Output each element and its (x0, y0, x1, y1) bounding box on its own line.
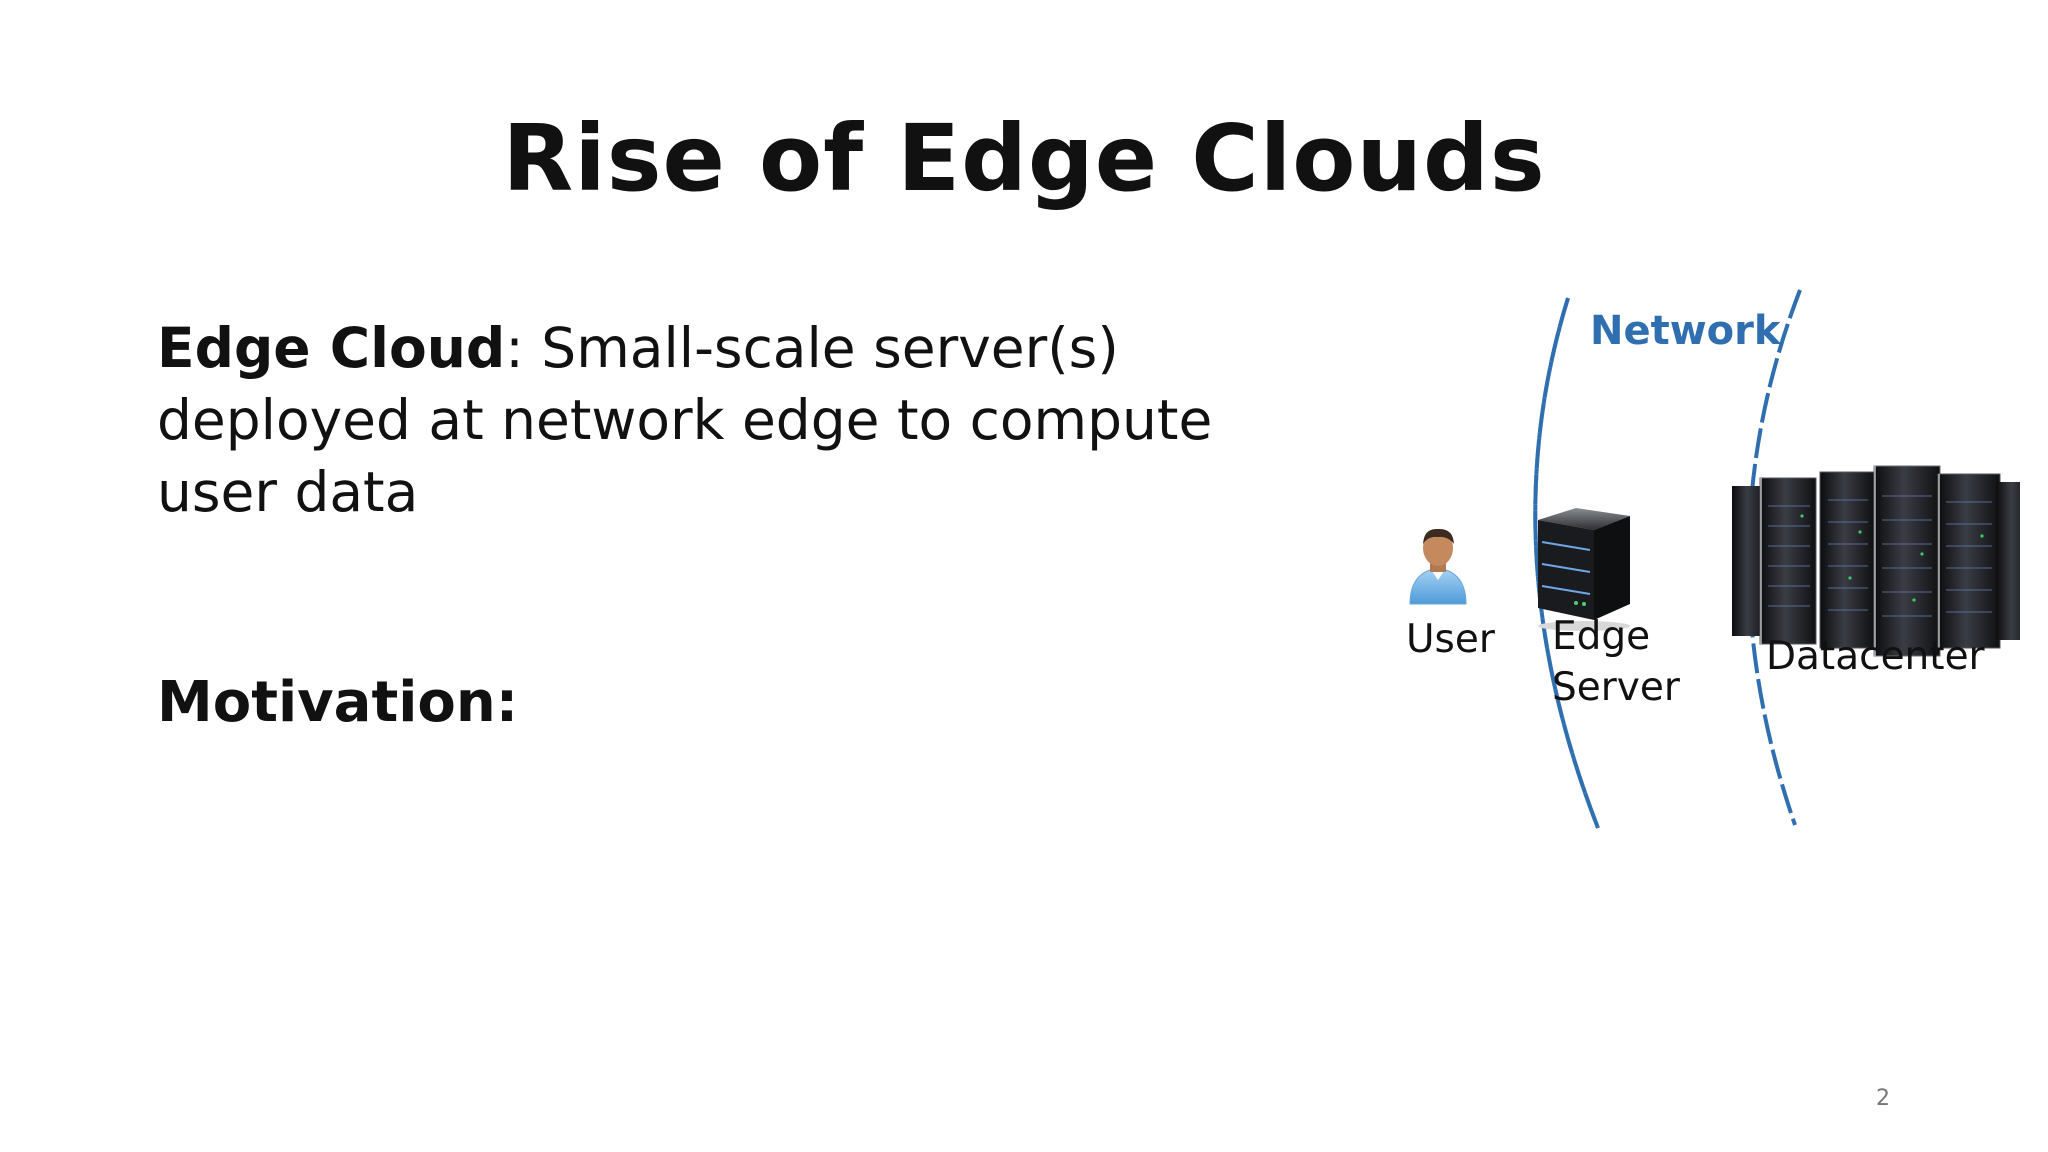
edge-server-icon (1538, 508, 1630, 631)
user-icon (1409, 528, 1467, 605)
slide-title: Rise of Edge Clouds (502, 105, 1546, 212)
edge-server-label-line2: Server (1552, 665, 1680, 710)
motivation-heading: Motivation: (157, 670, 519, 735)
definition-paragraph: Edge Cloud: Small-scale server(s) deploy… (157, 312, 1257, 528)
page-number: 2 (1876, 1086, 1890, 1111)
definition-text: : Small-scale server(s) deployed at netw… (157, 316, 1213, 524)
datacenter-icon (1732, 465, 2020, 657)
diagram-graphics (1409, 289, 2020, 829)
edge-server-label-line1: Edge (1552, 614, 1651, 659)
definition-term: Edge Cloud (157, 316, 506, 380)
edge-cloud-diagram: Network User Edge Server Datacenter (1380, 280, 2020, 840)
datacenter-label: Datacenter (1766, 634, 1985, 679)
network-label: Network (1590, 308, 1781, 354)
user-label: User (1406, 617, 1495, 662)
